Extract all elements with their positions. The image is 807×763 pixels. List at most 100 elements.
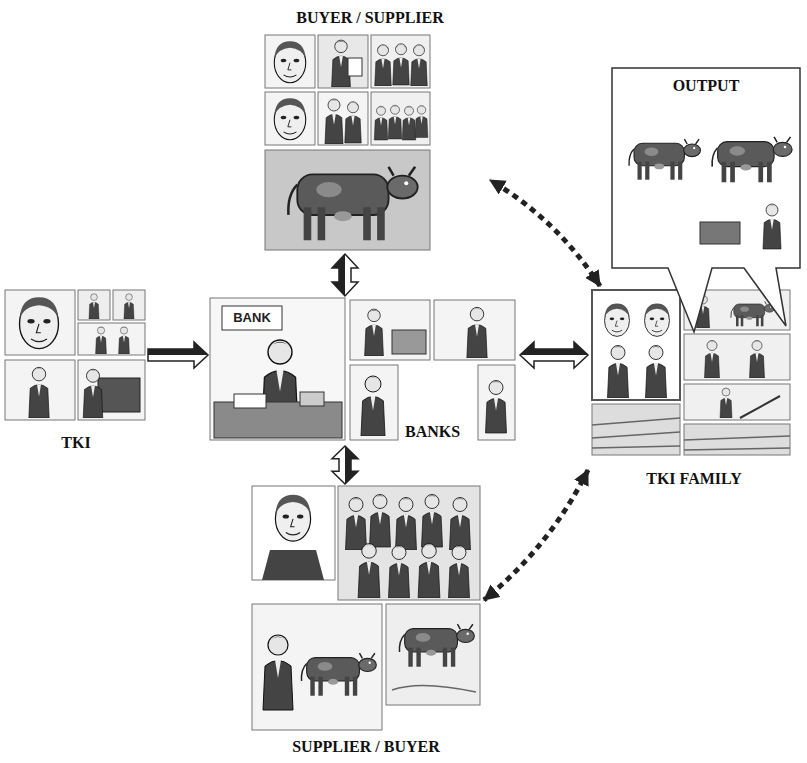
tki-pictures-part (5, 290, 75, 355)
block-arrow-fill (332, 254, 345, 296)
buyer-supplier-pictures-part (274, 98, 305, 139)
buyer-supplier-pictures-part (288, 167, 417, 240)
picture-group: BUYER / SUPPLIER (250, 4, 490, 254)
block-arrow-outline (148, 342, 208, 368)
tki-family-pictures-part (740, 396, 780, 418)
block-arrow (148, 342, 208, 368)
supplier-buyer-pictures-part (262, 550, 324, 580)
tki-pictures-part (83, 369, 103, 418)
buyer-supplier-pictures-part (318, 35, 368, 88)
bank-pictures-part (361, 376, 385, 436)
picture-group: TKI FAMILY (588, 286, 800, 492)
block-arrow-outline (520, 342, 588, 368)
tki-pictures-part (78, 360, 145, 420)
output-callout-bubble-part (712, 137, 792, 182)
tki-family-pictures-part (731, 301, 775, 326)
tki-family-pictures-part (605, 304, 630, 337)
block-arrow (332, 254, 358, 296)
block-arrow-fill (345, 446, 358, 484)
tki-pictures-part (20, 297, 59, 348)
group-label: TKI FAMILY (643, 469, 745, 488)
buyer-supplier-pictures-part (374, 106, 388, 140)
supplier-buyer-pictures-part (275, 495, 310, 541)
tki-pictures-part (29, 367, 49, 418)
block-arrow-fill (148, 342, 208, 355)
buyer-supplier-pictures-part (375, 45, 392, 86)
block-arrow-outline (332, 254, 358, 296)
supplier-buyer-pictures-part (370, 495, 391, 548)
bank-pictures-part (234, 394, 266, 408)
group-label: SUPPLIER / BUYER (289, 737, 443, 756)
bank-pictures-part (214, 402, 342, 438)
buyer-supplier-pictures-part (325, 99, 343, 144)
supplier-buyer-pictures-part (263, 635, 293, 710)
tki-family-pictures-part (705, 341, 720, 379)
supplier-buyer-pictures-part (392, 685, 476, 692)
supplier-buyer-pictures-part (396, 498, 417, 551)
buyer-supplier-pictures-part (265, 35, 315, 88)
buyer-supplier-pictures-part (402, 106, 416, 140)
supplier-buyer-pictures-part (301, 653, 376, 696)
supplier-buyer-pictures-part (252, 486, 335, 580)
tki-pictures-part (96, 327, 107, 354)
tki-pictures (5, 290, 145, 420)
bank-pictures-part (300, 392, 324, 406)
tki-pictures-part (78, 323, 145, 355)
bank-pictures-part (350, 300, 430, 360)
bank-pictures-part (365, 309, 384, 356)
buyer-supplier-pictures-part (348, 58, 362, 76)
group-label: TKI (58, 433, 93, 452)
supplier-buyer-pictures-part (449, 546, 470, 599)
tki-family-pictures-part (646, 346, 667, 399)
bank-pictures-part (434, 300, 515, 360)
supplier-buyer-pictures-part (450, 498, 471, 551)
tki-family-pictures-part (684, 436, 790, 450)
tki-family-pictures-part (592, 404, 680, 455)
supplier-buyer-pictures-part (358, 544, 380, 598)
picture-group: SUPPLIER / BUYER (248, 484, 484, 758)
output-callout-bubble-part (629, 139, 700, 180)
bank-pictures-part (210, 298, 345, 440)
group-label: BUYER / SUPPLIER (293, 8, 447, 27)
buyer-supplier-pictures-part (274, 41, 305, 82)
dashed-arrow (484, 470, 588, 600)
tki-family-pictures-part (592, 418, 680, 448)
dashed-connector (484, 470, 588, 600)
group-label: OUTPUT (670, 76, 743, 95)
buyer-supplier-pictures-part (371, 35, 430, 88)
supplier-buyer-pictures-part (422, 495, 443, 548)
block-arrow (520, 342, 588, 368)
tki-family-pictures-part (592, 290, 680, 400)
dashed-arrow (490, 180, 600, 286)
tki-pictures-part (119, 327, 130, 354)
output-callout-bubble-part (700, 222, 740, 244)
tki-family-pictures-part (645, 304, 670, 337)
picture-group: TKI (4, 286, 148, 454)
output-callout-bubble-part (612, 68, 800, 332)
buyer-supplier-pictures-part (265, 150, 430, 250)
block-arrow-outline (332, 446, 358, 484)
buyer-supplier-pictures-part (345, 102, 362, 143)
supplier-buyer-pictures-part (346, 498, 367, 551)
supplier-buyer-pictures-part (252, 604, 382, 730)
bank-pictures-part (222, 306, 282, 330)
buyer-supplier-pictures-part (411, 45, 428, 86)
supplier-buyer-pictures-part (399, 624, 474, 667)
tki-family-pictures-part (608, 346, 629, 399)
tki-pictures-part (124, 294, 134, 319)
tki-pictures-part (113, 290, 145, 320)
supplier-buyer-pictures-part (389, 546, 410, 599)
dashed-connector (490, 180, 600, 286)
picture-group: OUTPUT (612, 68, 800, 268)
block-arrow-fill (520, 342, 588, 355)
bank-pictures (210, 298, 515, 440)
buyer-supplier-pictures-part (388, 105, 402, 139)
tki-family-pictures-part (684, 384, 790, 420)
group-label: BANKS (402, 422, 463, 441)
tki-family-pictures-part (750, 341, 765, 379)
tki-pictures-part (98, 378, 140, 412)
tki-family-pictures-part (720, 388, 732, 418)
